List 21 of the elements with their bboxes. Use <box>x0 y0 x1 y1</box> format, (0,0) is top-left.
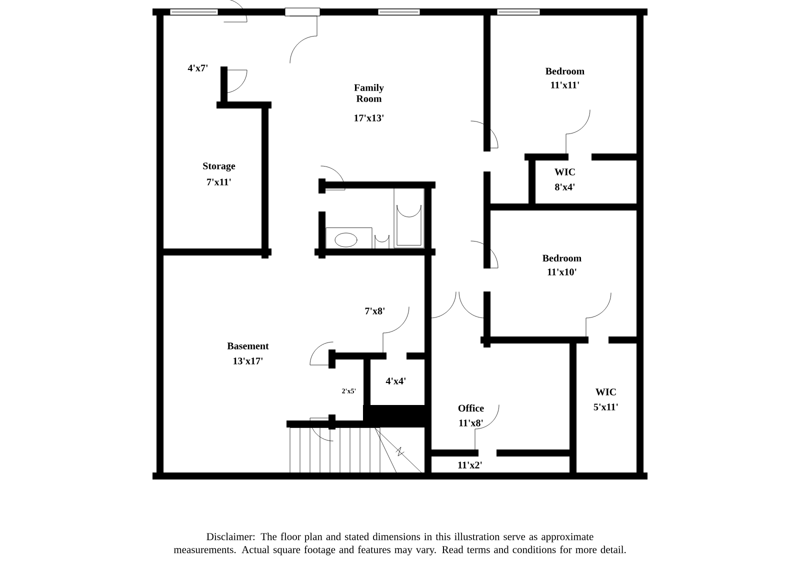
room-name: Bedroom <box>546 67 584 75</box>
room-name: WIC <box>554 168 575 176</box>
room-name: Bedroom <box>542 254 582 262</box>
room-dimensions: 5'x11' <box>594 404 618 410</box>
room-dimensions: 11'x11' <box>551 82 579 88</box>
room-name: Basement <box>227 342 269 350</box>
room-name: Storage <box>203 162 236 172</box>
room-dimensions: 4'x4' <box>386 378 406 384</box>
room-dimensions: 7'x11' <box>207 178 231 186</box>
room-dimensions: 4'x7' <box>188 64 208 72</box>
room-name: Office <box>458 404 484 412</box>
room-dimensions: 11'x2' <box>458 462 482 468</box>
room-name: Family Room <box>354 84 384 102</box>
room-dimensions: 8'x4' <box>555 184 575 190</box>
room-name: WIC <box>596 388 616 396</box>
room-dimensions: 11'x10' <box>548 268 576 276</box>
disclaimer-text: Disclaimer: The floor plan and stated dimensions in this illustration serve as approximate measurements. Actual square footage and features may vary. Read terms and conditions for more detail. <box>174 532 626 556</box>
room-dimensions: 11'x8' <box>459 420 483 426</box>
room-dimensions: 13'x17' <box>234 358 263 364</box>
room-dimensions: 17'x13' <box>354 114 384 122</box>
room-dimensions: 7'x8' <box>365 308 385 314</box>
